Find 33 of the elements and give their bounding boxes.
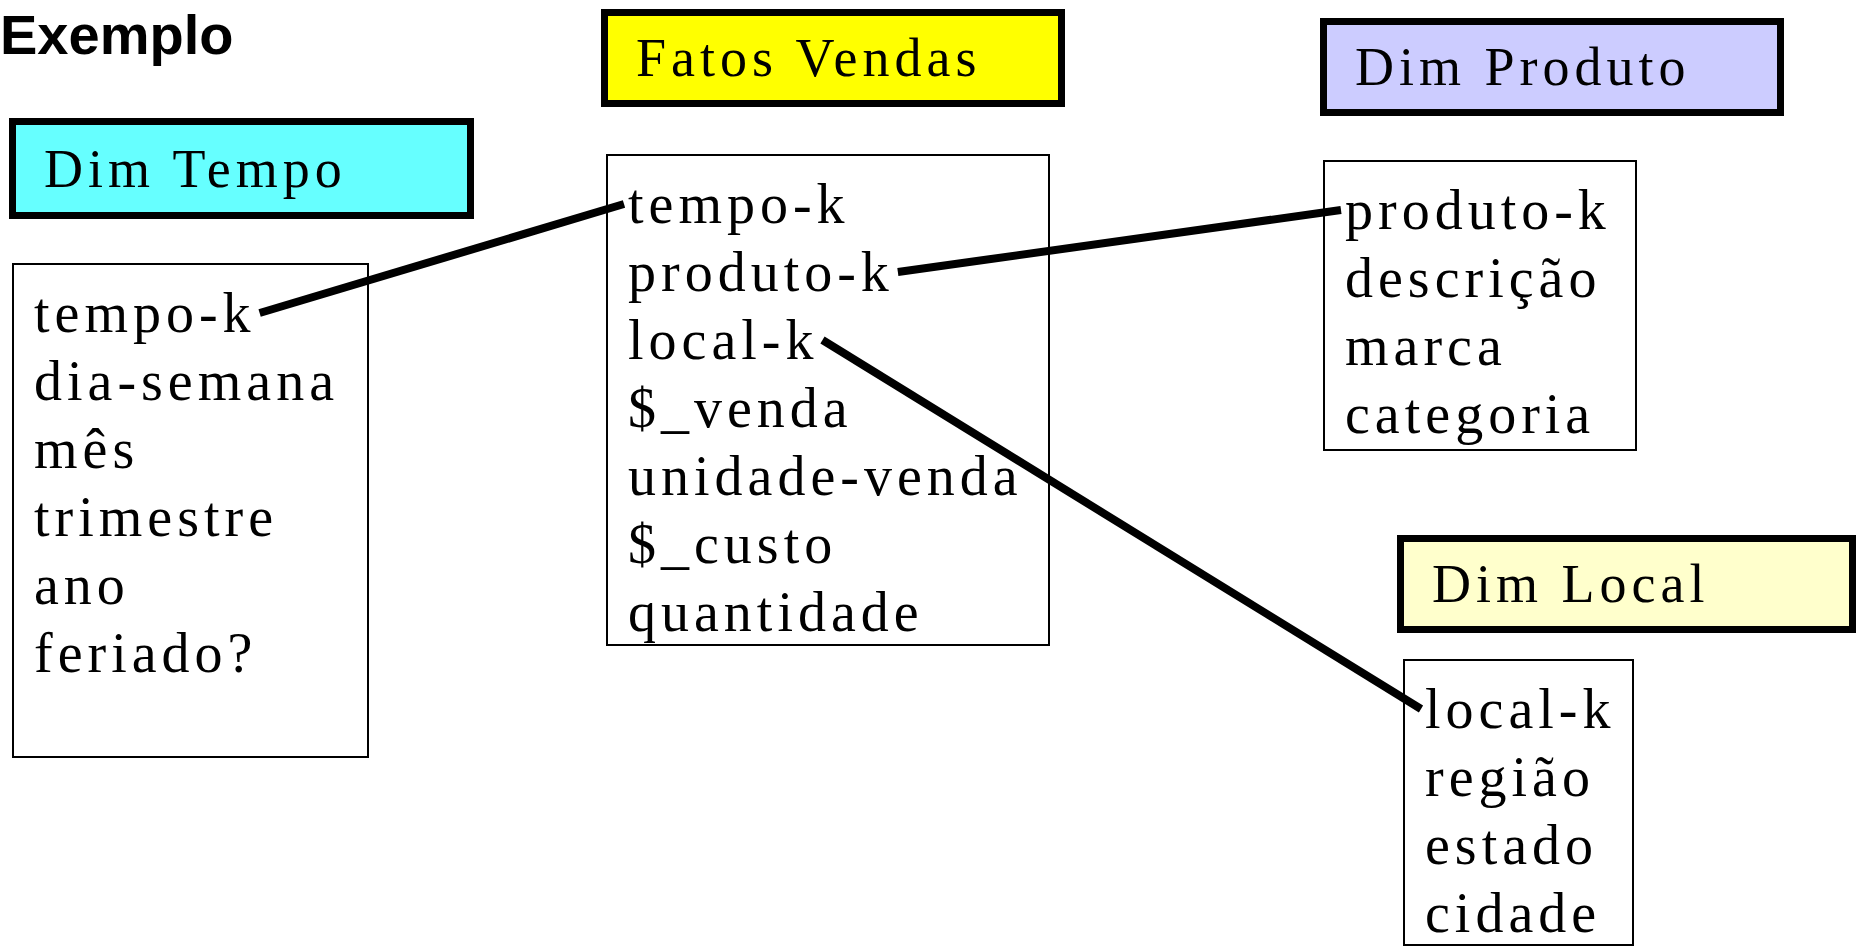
table-box (1403, 659, 1634, 946)
table-box (1323, 160, 1637, 451)
attribute-row: mês (34, 415, 140, 483)
attribute-row: produto-k (1345, 176, 1611, 244)
diagram-title: Exemplo (0, 2, 234, 67)
connector-line (258, 200, 626, 317)
attribute-row: marca (1345, 312, 1507, 380)
attribute-row: descrição (1345, 244, 1602, 312)
attribute-row: tempo-k (34, 279, 256, 347)
attribute-row: feriado? (34, 619, 258, 687)
attribute-row: cidade (1425, 879, 1602, 947)
attribute-row: região (1425, 743, 1595, 811)
attribute-row: $_venda (628, 374, 853, 442)
connector-line (820, 336, 1424, 713)
attribute-row: dia-semana (34, 347, 339, 415)
attribute-row: local-k (1425, 675, 1616, 743)
attribute-row: tempo-k (628, 170, 850, 238)
attribute-row: quantidade (628, 578, 924, 646)
attribute-row: ano (34, 551, 130, 619)
attribute-row: trimestre (34, 483, 279, 551)
attribute-row: local-k (628, 306, 819, 374)
attribute-row: categoria (1345, 380, 1596, 448)
attribute-row: produto-k (628, 238, 894, 306)
table-header: Dim Local (1397, 535, 1856, 633)
attribute-row: $_custo (628, 510, 838, 578)
table-header: Fatos Vendas (601, 9, 1065, 107)
table-box (12, 263, 369, 758)
attribute-row: estado (1425, 811, 1599, 879)
table-header: Dim Produto (1320, 18, 1784, 116)
connector-line (897, 206, 1342, 276)
table-header: Dim Tempo (9, 118, 474, 219)
attribute-row: unidade-venda (628, 442, 1023, 510)
table-box (606, 154, 1050, 646)
